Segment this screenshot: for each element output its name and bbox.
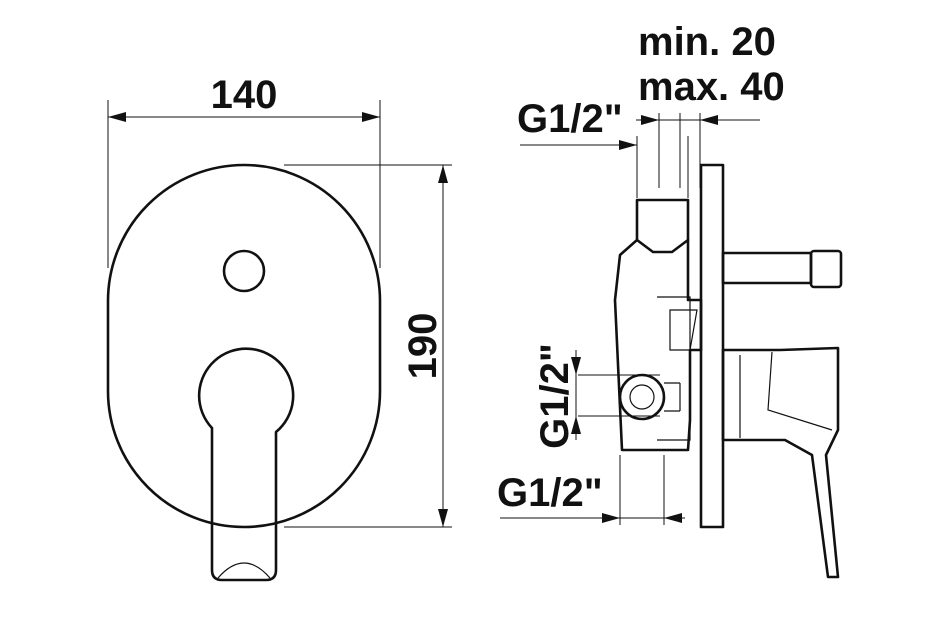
diverter-spindle (721, 251, 813, 285)
lever-side-profile (721, 346, 840, 579)
front-view: 140 190 (106, 73, 452, 582)
diverter-cap (809, 249, 843, 289)
mixer-body (613, 238, 703, 452)
side-connection (618, 373, 666, 421)
thread-side-label: G1/2" (533, 343, 577, 449)
diverter-knob (222, 249, 266, 293)
height-dimension: 190 (284, 164, 452, 528)
width-dimension-label: 140 (211, 73, 278, 117)
bottom-thread-dimension: G1/2" (497, 455, 685, 525)
wall-thickness-dimension: min. 20 max. 40 (636, 20, 785, 188)
side-view: min. 20 max. 40 G1/2" G1/2" G1 (497, 20, 843, 579)
side-thread-dimension: G1/2" (533, 343, 660, 449)
wall-plate (699, 163, 725, 529)
height-dimension-label: 190 (401, 313, 445, 380)
lever-handle (197, 347, 295, 582)
top-connection (635, 198, 690, 254)
top-thread-dimension: G1/2" (517, 97, 689, 198)
escutcheon-plate (106, 163, 382, 529)
wall-max-label: max. 40 (638, 65, 785, 109)
wall-min-label: min. 20 (638, 20, 776, 64)
width-dimension: 140 (107, 73, 381, 268)
lever-handle-tip (217, 562, 271, 579)
thread-bottom-label: G1/2" (497, 471, 603, 515)
thread-top-label: G1/2" (517, 97, 623, 141)
